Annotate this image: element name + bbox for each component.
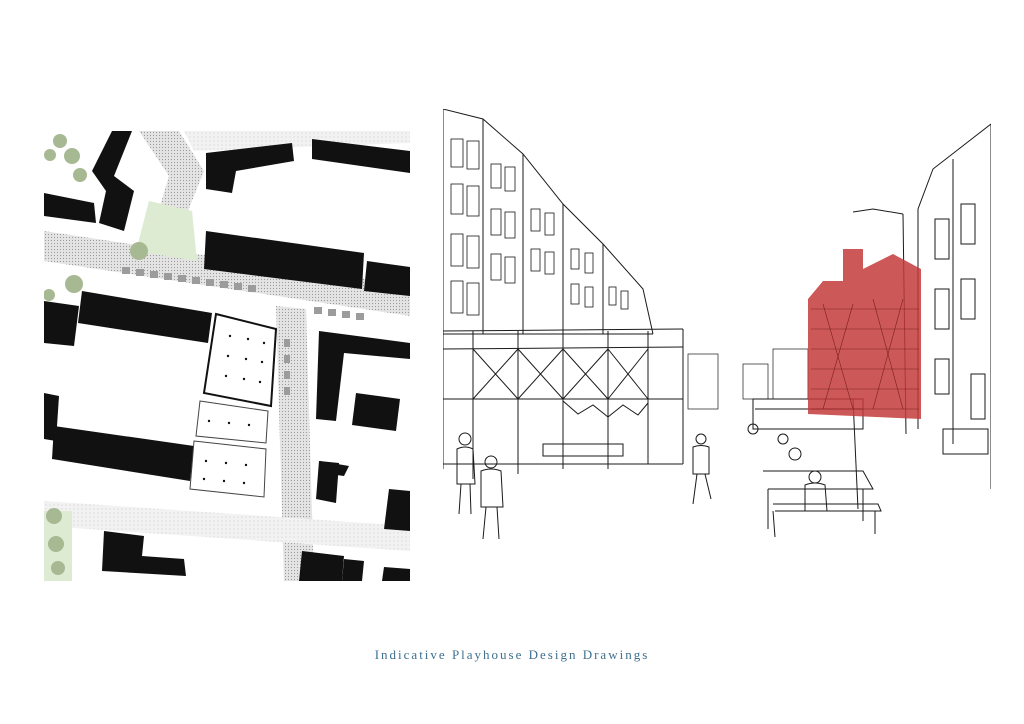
market-scaffold [443, 328, 684, 479]
buildings [44, 131, 410, 581]
playhouse-building [808, 249, 921, 419]
lower-road [44, 501, 410, 551]
people-figures [456, 423, 828, 540]
green-space [136, 201, 197, 261]
upper-road [139, 131, 204, 226]
parking-bays [122, 267, 364, 395]
top-road [184, 131, 410, 151]
left-tenements [443, 109, 654, 469]
street-sketch-svg [443, 109, 991, 545]
site-plan-svg [44, 131, 410, 581]
site-plan-drawing [44, 131, 410, 581]
drawing-caption: Indicative Playhouse Design Drawings [374, 647, 650, 662]
playhouse-footprint [189, 312, 278, 498]
street-perspective-sketch [443, 109, 991, 545]
tree-markers [44, 134, 148, 575]
